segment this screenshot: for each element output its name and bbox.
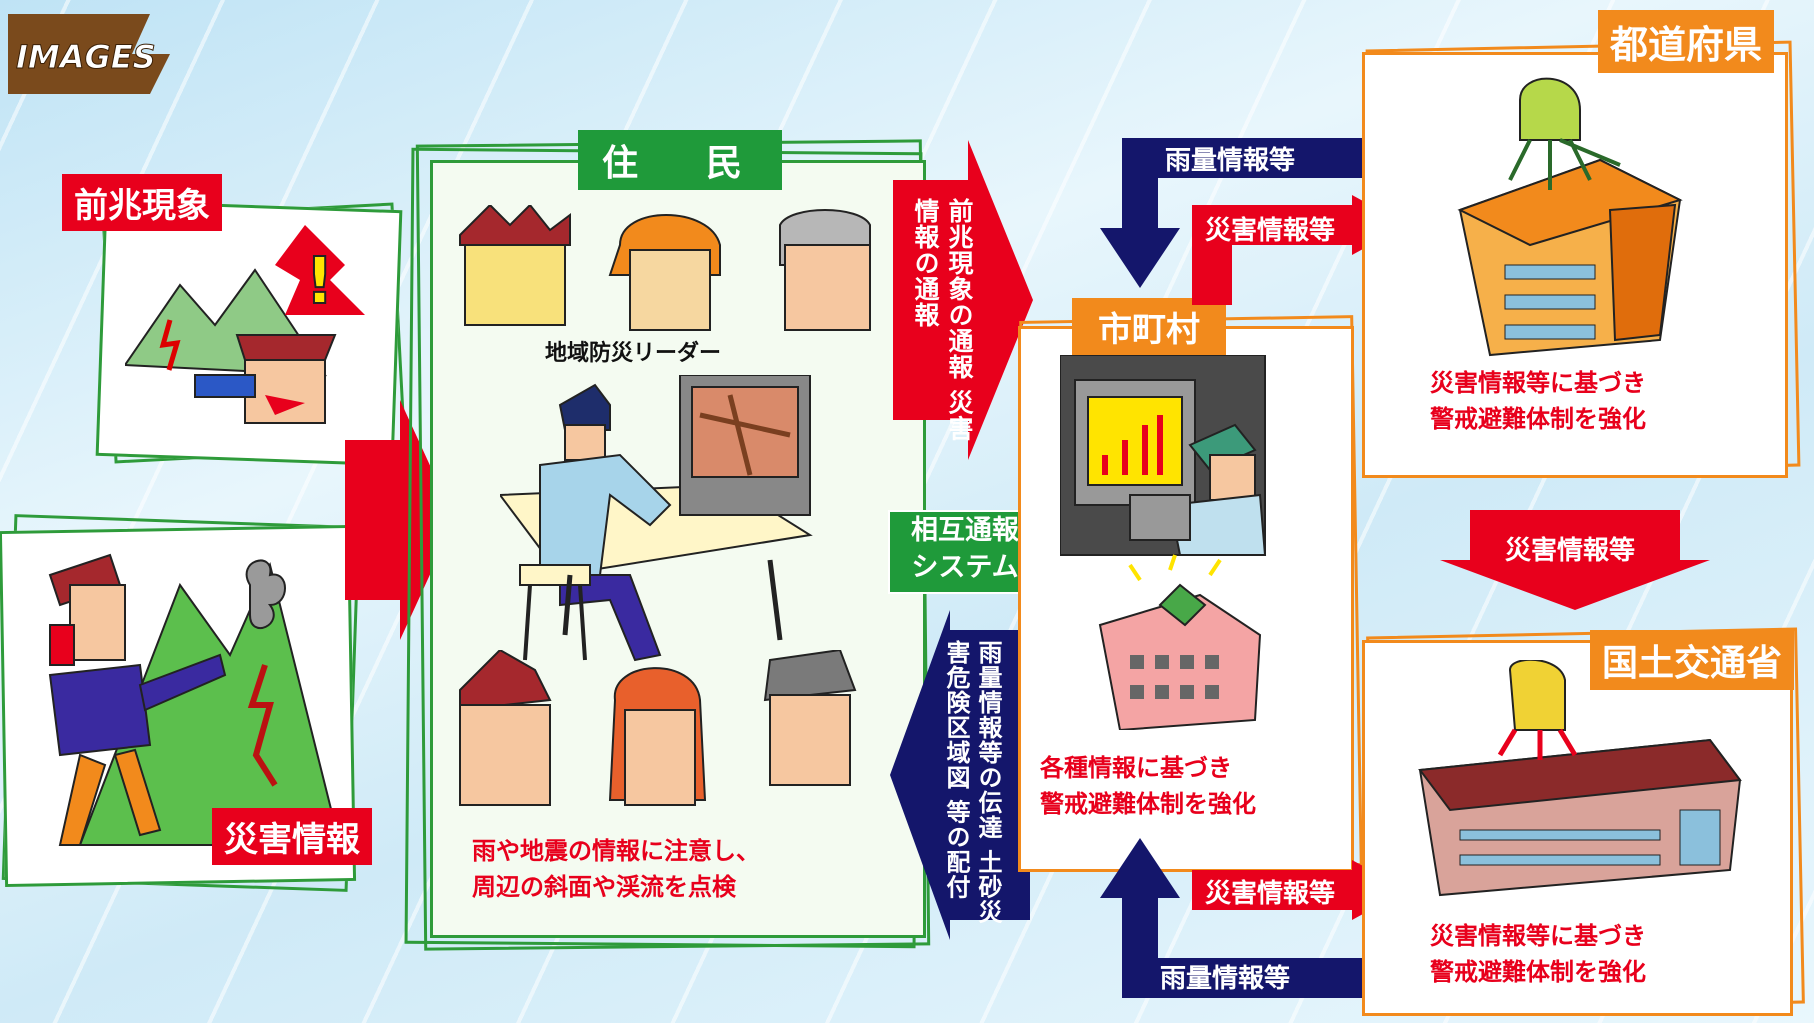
kokudo-note: 災害情報等に基づき 警戒避難体制を強化 [1430, 918, 1646, 990]
jumin-note: 雨や地震の情報に注意し、 周辺の斜面や渓流を点検 [472, 833, 760, 905]
rain-info-arrow-top [1100, 138, 1380, 288]
saigai-left-title: 災害情報 [212, 808, 372, 865]
disaster-info-arrow-down [1440, 510, 1710, 610]
images-logo: IMAGES [0, 8, 190, 100]
todoufuken-title: 都道府県 [1598, 10, 1775, 73]
distribute-arrow [890, 610, 1030, 940]
disaster-info-bottom-label: 災害情報等 [1205, 879, 1336, 909]
report-line2: 災害情報の通報 [911, 198, 974, 442]
shichouson-note: 各種情報に基づき 警戒避難体制を強化 [1040, 750, 1256, 822]
distribute-line1: 雨量情報等の伝達 [974, 640, 1002, 840]
rain-info-arrow-bottom [1100, 838, 1380, 998]
zenchou-title: 前兆現象 [62, 174, 222, 231]
todoufuken-note-line2: 警戒避難体制を強化 [1430, 405, 1646, 433]
kokudo-note-line2: 警戒避難体制を強化 [1430, 958, 1646, 986]
disaster-info-top-label: 災害情報等 [1205, 216, 1336, 246]
resident-faces-bottom [440, 648, 900, 820]
distribute-line2: 土砂災害危険区域図 [942, 640, 1002, 925]
report-line1: 前兆現象の通報 [945, 198, 974, 380]
jumin-note-line2: 周辺の斜面や渓流を点検 [472, 873, 736, 901]
kokudo-note-line1: 災害情報等に基づき [1430, 922, 1646, 950]
mutual-report-box: 相互通報 システム [888, 510, 1042, 594]
mutual-line2: システム [911, 552, 1019, 583]
disaster-info-arrow-bottom [1192, 860, 1407, 920]
saigai-illustration [20, 545, 342, 865]
svg-text:!: ! [305, 245, 334, 319]
ministry-building [1410, 658, 1750, 900]
report-arrow [893, 140, 1033, 460]
distribute-arrow-text: 雨量情報等の伝達 土砂災害危険区域図 等の配付 [940, 640, 1004, 925]
zenchou-illustration: ! [123, 225, 375, 440]
leader-at-computer [498, 374, 840, 665]
rain-info-bottom-label: 雨量情報等 [1160, 964, 1291, 994]
input-arrow [345, 400, 455, 640]
kokudo-title: 国土交通省 [1590, 630, 1795, 690]
todoufuken-note: 災害情報等に基づき 警戒避難体制を強化 [1430, 365, 1646, 437]
prefecture-building [1450, 70, 1690, 360]
rain-info-top-label: 雨量情報等 [1165, 146, 1296, 176]
report-arrow-text: 前兆現象の通報 災害情報の通報 [908, 198, 976, 453]
logo-text: IMAGES [16, 38, 156, 76]
distribute-line3: 等の配付 [942, 799, 970, 900]
leader-label: 地域防災リーダー [545, 341, 722, 366]
shichouson-note-line2: 警戒避難体制を強化 [1040, 790, 1256, 818]
shichouson-note-line1: 各種情報に基づき [1040, 754, 1232, 782]
jumin-note-line1: 雨や地震の情報に注意し、 [472, 837, 760, 865]
disaster-info-arrow-top [1192, 195, 1407, 305]
disaster-info-mid-label: 災害情報等 [1505, 536, 1636, 566]
jumin-title: 住 民 [578, 130, 783, 190]
todoufuken-note-line1: 災害情報等に基づき [1430, 369, 1646, 397]
mutual-line1: 相互通報 [911, 515, 1019, 546]
shichouson-title: 市町村 [1072, 298, 1226, 355]
shichouson-illustration [1059, 354, 1320, 732]
resident-faces-top [450, 203, 910, 335]
